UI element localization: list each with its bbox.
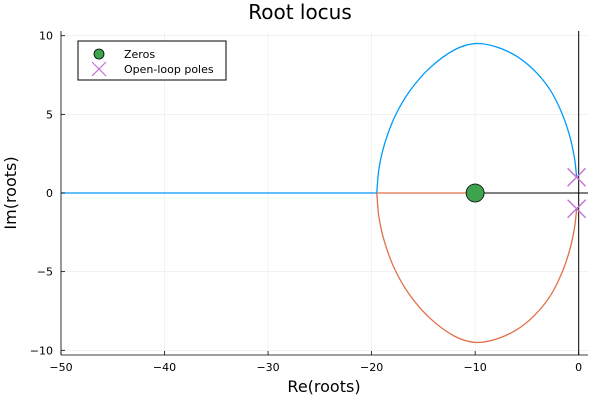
x-tick-label: −10	[464, 361, 487, 374]
pole-marker	[567, 167, 587, 187]
lower-branch	[376, 192, 578, 344]
x-tick-label: −40	[153, 361, 176, 374]
legend-poles-marker	[91, 61, 107, 77]
y-tick-label: −5	[37, 266, 53, 279]
x-tick-label: −20	[360, 361, 383, 374]
x-axis-label: Re(roots)	[287, 377, 360, 396]
chart-title: Root locus	[248, 0, 352, 24]
zero-marker	[465, 183, 485, 203]
upper-branch	[376, 42, 578, 194]
series-layer	[61, 42, 587, 344]
y-tick-label: −10	[30, 344, 53, 357]
y-tick-label: 5	[46, 108, 53, 121]
legend-zeros-marker	[93, 48, 105, 60]
y-tick-label: 0	[46, 187, 53, 200]
legend-poles-label: Open-loop poles	[124, 63, 214, 76]
legend-zeros-label: Zeros	[124, 48, 155, 61]
x-tick-label: −30	[256, 361, 279, 374]
y-axis-label: Im(roots)	[1, 156, 20, 229]
x-tick-label: 0	[575, 361, 582, 374]
y-tick-label: 10	[39, 30, 53, 43]
legend: Zeros Open-loop poles	[77, 40, 227, 81]
pole-marker	[567, 199, 587, 219]
x-tick-label: −50	[49, 361, 72, 374]
